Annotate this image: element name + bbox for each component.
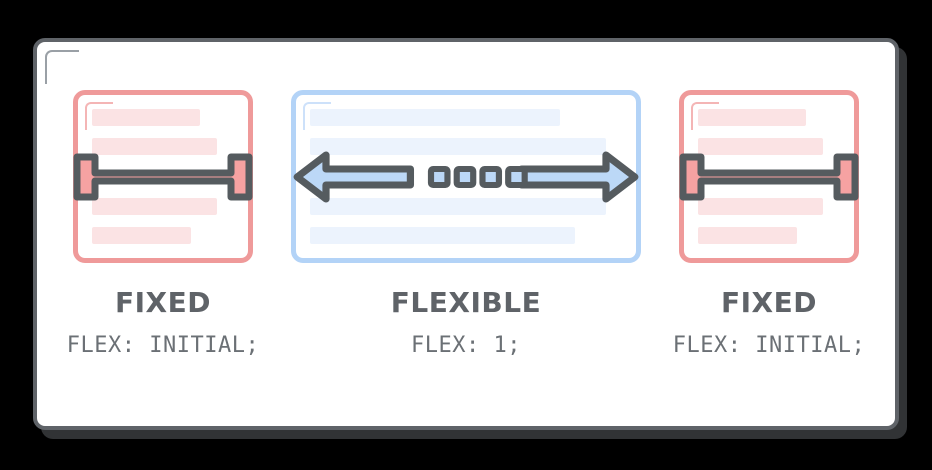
skeleton-line <box>698 109 806 126</box>
skeleton-lines-top <box>310 109 622 155</box>
caption-title: FIXED <box>114 286 211 319</box>
column-fixed-right: FIXED FLEX: INITIAL; <box>673 90 865 357</box>
outer-frame-panel: FIXED FLEX: INITIAL; <box>33 38 899 430</box>
skeleton-line <box>310 198 607 215</box>
skeleton-line <box>310 227 576 244</box>
skeleton-lines-top <box>698 109 840 155</box>
caption-code: FLEX: 1; <box>411 333 521 358</box>
card-flexible[interactable] <box>291 90 643 266</box>
skeleton-lines-bottom <box>310 198 622 244</box>
skeleton-line <box>310 138 607 155</box>
skeleton-lines-bottom <box>92 198 234 244</box>
skeleton-line <box>92 198 217 215</box>
skeleton-line <box>92 227 192 244</box>
card-fixed-right[interactable] <box>679 90 861 266</box>
skeleton-lines-bottom <box>698 198 840 244</box>
frame-corner-bracket-icon <box>45 50 79 84</box>
caption-title: FIXED <box>720 286 817 319</box>
skeleton-lines-top <box>92 109 234 155</box>
double-arrow-resize-icon <box>291 149 641 205</box>
caption-code: FLEX: INITIAL; <box>672 333 866 358</box>
skeleton-line <box>698 227 798 244</box>
skeleton-line <box>698 198 823 215</box>
i-beam-width-icon <box>73 149 253 205</box>
caption-fixed-left: FIXED FLEX: INITIAL; <box>67 289 259 357</box>
caption-code: FLEX: INITIAL; <box>66 333 260 358</box>
column-flexible: FLEXIBLE FLEX: 1; <box>291 90 643 357</box>
caption-fixed-right: FIXED FLEX: INITIAL; <box>673 289 865 357</box>
skeleton-line <box>92 138 217 155</box>
column-fixed-left: FIXED FLEX: INITIAL; <box>67 90 259 357</box>
i-beam-width-icon <box>679 149 859 205</box>
skeleton-line <box>310 109 560 126</box>
caption-flexible: FLEXIBLE FLEX: 1; <box>391 289 541 357</box>
caption-title: FLEXIBLE <box>390 286 542 319</box>
skeleton-line <box>698 138 823 155</box>
columns-row: FIXED FLEX: INITIAL; <box>67 90 865 357</box>
skeleton-line <box>92 109 200 126</box>
card-fixed-left[interactable] <box>73 90 255 266</box>
